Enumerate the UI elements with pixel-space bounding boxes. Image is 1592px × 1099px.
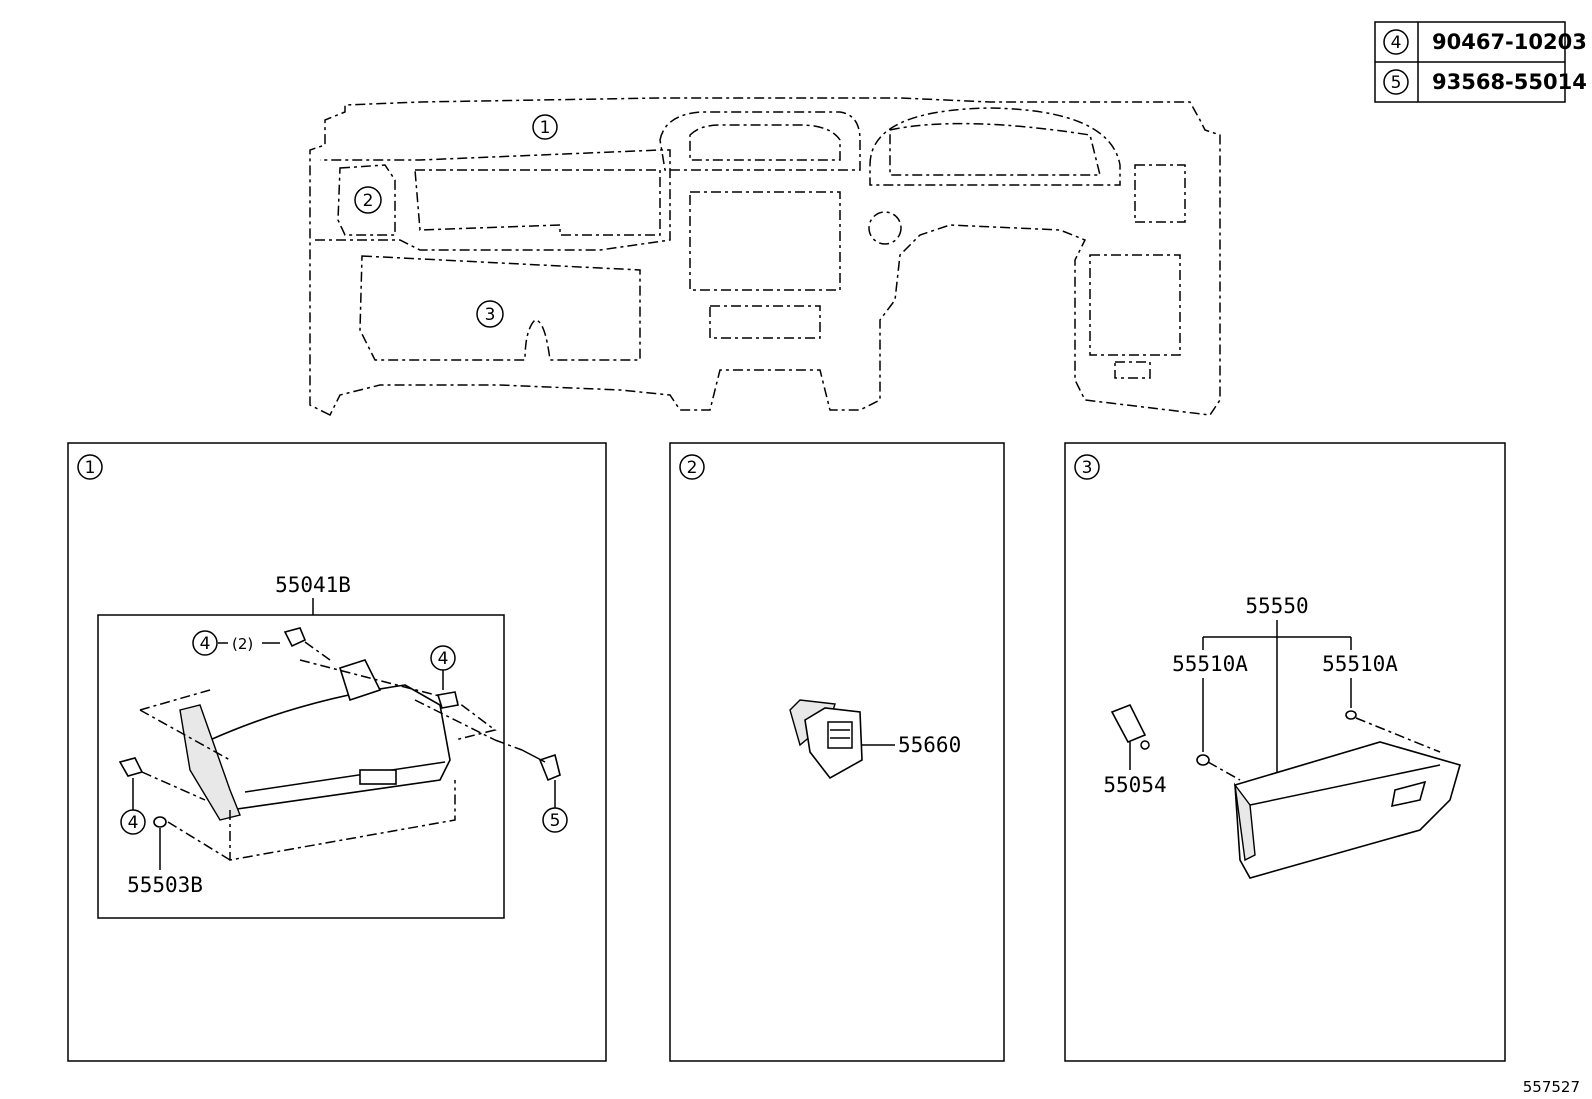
clip-top-qty: (2) [232,635,253,653]
stopper-right-icon [1345,710,1357,720]
legend-ref-5-circle [1383,69,1409,95]
stopper-left-icon [1196,754,1210,766]
assembly-box [97,614,505,919]
panel-2-ref: 2 [687,458,698,478]
clip-top-icon [283,627,307,648]
part-55550-label: 55550 [1245,594,1308,618]
figure-id: 557527 [1523,1078,1580,1096]
detail-panel-1: 1 55041B 4 (2) 4 4 [67,442,607,1062]
panel-1-ref: 1 [85,458,96,478]
clip-right-icon [436,691,459,709]
detail-panel-2: 2 55660 [669,442,1005,1062]
air-register-part [789,699,863,780]
legend-table: 4 90467-10203 5 93568-55014 [1374,21,1587,103]
bolt-icon [521,749,561,782]
lock-icon [1110,703,1150,750]
overview-callout-3: 3 [485,305,496,325]
part-55041B-label: 55041B [275,573,351,597]
clip-top-ref: 4 [200,634,211,654]
clip-right-ref: 4 [438,649,449,669]
panel-3-ref: 3 [1082,458,1093,478]
glove-box-door-part [139,659,497,861]
part-55510A-left-label: 55510A [1172,652,1248,676]
detail-panel-3: 3 55550 55510A 55510A 55054 [1064,442,1506,1062]
instrument-panel-overview: 2 3 1 [309,97,1221,417]
legend-part-no-4: 90467-10203 [1432,30,1587,54]
bolt-ref: 5 [550,811,561,831]
legend-part-no-5: 93568-55014 [1432,70,1587,94]
overview-callout-2: 2 [363,191,374,211]
part-55054-label: 55054 [1103,773,1166,797]
part-55660-label: 55660 [898,733,961,757]
clip-left-icon [118,757,144,777]
legend-ref-4: 4 [1391,33,1402,53]
part-55503B-label: 55503B [127,873,203,897]
part-55510A-right-label: 55510A [1322,652,1398,676]
legend-ref-4-circle [1383,29,1409,55]
glove-box-part [1233,741,1461,879]
clip-left-ref: 4 [128,813,139,833]
legend-ref-5: 5 [1391,73,1402,93]
overview-callout-1: 1 [540,118,551,138]
nut-icon [153,816,167,828]
